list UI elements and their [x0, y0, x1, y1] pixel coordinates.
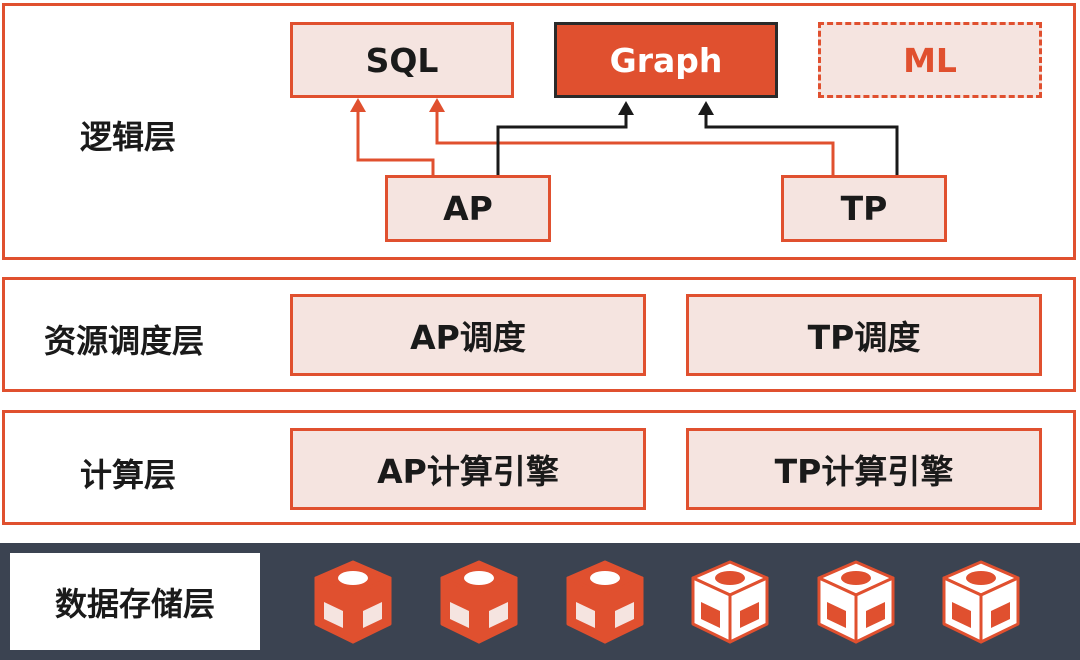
storage-cube-icon [940, 558, 1022, 646]
arrow-tp-to-graph [704, 111, 899, 175]
arrow-tp-to-sql-head [429, 98, 445, 112]
dataflow-arrows [350, 98, 899, 175]
sql-box[interactable]: SQL [290, 22, 514, 98]
graph-box[interactable]: Graph [554, 22, 778, 98]
storage-cube-icon [815, 558, 897, 646]
storage-cube-icon [438, 558, 520, 646]
storage-cube-icon [312, 558, 394, 646]
compute-layer-label: 计算层 [80, 456, 177, 494]
arrow-tp-to-sql [435, 108, 835, 175]
arrow-ap-to-graph-head [618, 101, 634, 115]
arrow-ap-to-sql-head [350, 98, 366, 112]
ap-box[interactable]: AP [385, 175, 551, 242]
storage-cube-icon [689, 558, 771, 646]
storage-layer-label: 数据存储层 [10, 553, 260, 650]
arrow-tp-to-graph-head [698, 101, 714, 115]
tp-box[interactable]: TP [781, 175, 947, 242]
ap-compute-engine-box[interactable]: AP计算引擎 [290, 428, 646, 510]
logic-layer-label: 逻辑层 [80, 118, 177, 156]
tp-scheduling-box[interactable]: TP调度 [686, 294, 1042, 376]
tp-compute-engine-box[interactable]: TP计算引擎 [686, 428, 1042, 510]
arrow-ap-to-sql [356, 108, 435, 175]
storage-cube-icon [564, 558, 646, 646]
ap-scheduling-box[interactable]: AP调度 [290, 294, 646, 376]
ml-box[interactable]: ML [818, 22, 1042, 98]
arrow-ap-to-graph [496, 111, 628, 175]
scheduling-layer-label: 资源调度层 [44, 322, 205, 360]
